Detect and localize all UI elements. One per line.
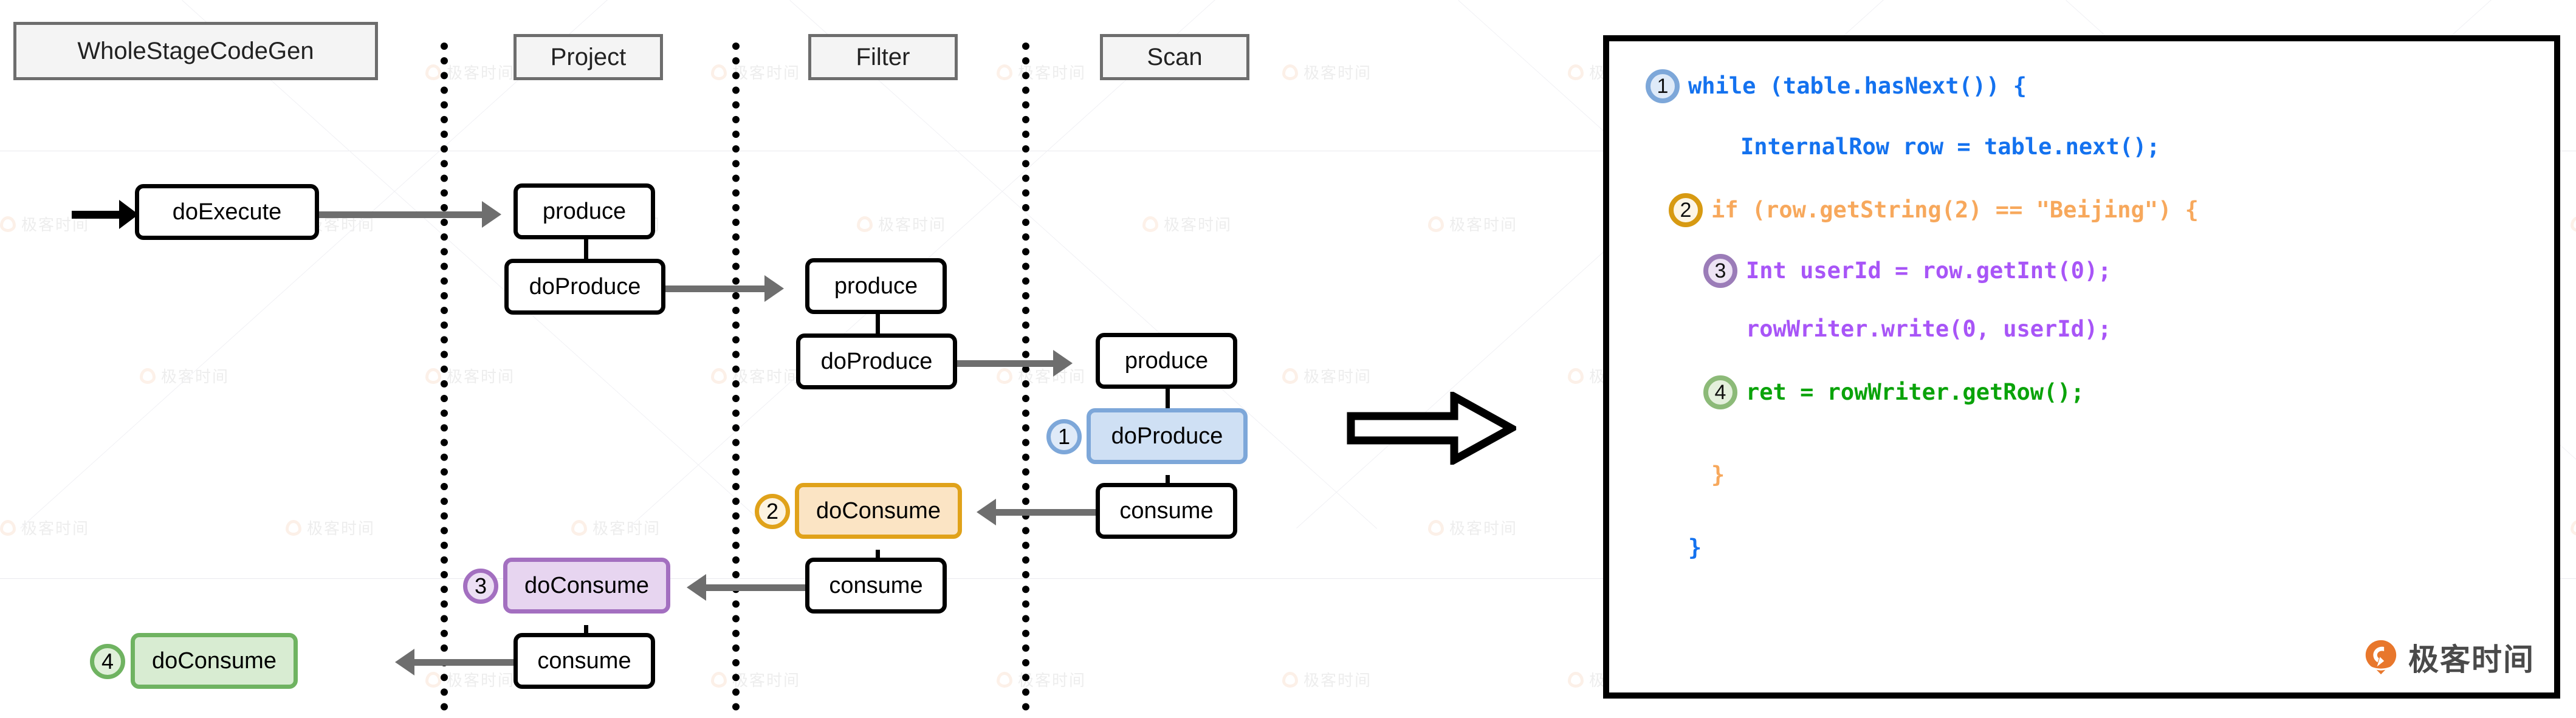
watermark-tile: 极客时间 [997,61,1086,83]
code-line-3: if (row.getString(2) == "Beijing") { [1711,197,2199,223]
code-badge-label: 1 [1657,74,1669,98]
badge-label: 2 [766,499,779,524]
code-line-7: } [1711,462,1725,488]
code-line-1: while (table.hasNext()) { [1688,73,2027,99]
node-filter-consume[interactable]: consume [805,558,947,614]
code-badge-1: 1 [1646,69,1680,103]
stage-divider-3 [1022,43,1029,711]
watermark-tile: 极客时间 [286,516,375,539]
watermark-tile: 极客时间 [140,364,229,387]
stage-header-scan: Scan [1100,34,1249,80]
watermark-tile: 极客时间 [0,516,89,539]
watermark-tile: 极客时间 [711,61,800,83]
geektime-logo: 极客时间 [2362,635,2535,679]
stage-header-filter: Filter [808,34,958,80]
generates-code-arrow [1347,392,1516,465]
stage-header-label: Project [550,43,627,70]
node-filter-doconsume[interactable]: doConsume [795,483,962,539]
stage-divider-2 [732,43,740,711]
node-project-produce[interactable]: produce [513,183,655,239]
code-badge-2: 2 [1669,193,1703,227]
code-line-4: Int userId = row.getInt(0); [1746,258,2112,284]
code-badge-4: 4 [1703,375,1737,409]
node-label: doExecute [172,199,282,225]
node-label: doProduce [820,348,933,374]
stage-header-label: Filter [856,43,910,70]
node-filter-doproduce[interactable]: doProduce [796,333,957,389]
node-label: produce [1124,347,1209,374]
watermark-tile: 极客时间 [1142,213,1232,235]
watermark-tile: 极客时间 [425,668,515,691]
node-label: consume [829,572,923,598]
badge-step-3: 3 [463,569,498,604]
watermark-tile: 极客时间 [1282,61,1372,83]
node-label: doConsume [152,648,276,674]
generated-code-panel: 1 while (table.hasNext()) { InternalRow … [1603,35,2560,699]
node-scan-doproduce[interactable]: doProduce [1087,408,1248,464]
stage-header-label: WholeStageCodeGen [77,37,314,64]
watermark-tile: 极客时间 [425,364,515,387]
badge-step-4: 4 [90,644,125,679]
arrow-entry [72,200,139,229]
stage-header-label: Scan [1147,43,1203,70]
watermark-tile: 极客时间 [571,516,661,539]
code-badge-label: 2 [1680,198,1692,222]
node-project-doproduce[interactable]: doProduce [504,259,665,315]
node-label: doProduce [529,273,641,299]
node-project-doconsume[interactable]: doConsume [503,558,670,614]
watermark-tile: 极客时间 [1428,213,1517,235]
watermark-tile: 极客时间 [1282,364,1372,387]
code-badge-3: 3 [1703,254,1737,288]
node-filter-produce[interactable]: produce [805,258,947,314]
badge-label: 4 [101,649,114,674]
badge-step-1: 1 [1046,419,1082,454]
node-doexecute[interactable]: doExecute [135,184,319,240]
code-badge-label: 4 [1714,380,1726,404]
badge-label: 1 [1057,424,1071,449]
geektime-logo-text: 极客时间 [2408,642,2535,677]
node-label: produce [834,273,918,299]
node-label: doConsume [816,497,941,524]
watermark-tile: 极客时间 [711,668,800,691]
code-line-2: InternalRow row = table.next(); [1740,134,2160,160]
badge-step-2: 2 [755,494,790,529]
geektime-mark-icon [2365,640,2397,675]
node-label: consume [537,648,631,674]
watermark-tile: 极客时间 [425,61,515,83]
node-scan-consume[interactable]: consume [1096,483,1237,539]
watermark-tile: 极客时间 [2571,213,2576,235]
badge-label: 3 [474,573,487,598]
node-label: doProduce [1111,423,1223,449]
watermark-tile: 极客时间 [1428,516,1517,539]
watermark-tile: 极客时间 [857,213,946,235]
node-label: consume [1119,497,1214,524]
node-label: doConsume [524,572,649,598]
stage-header-wholestagecodegen: WholeStageCodeGen [13,22,378,80]
stage-divider-1 [441,43,448,711]
code-line-8: } [1688,535,1702,561]
watermark-tile: 极客时间 [1282,668,1372,691]
stage-header-project: Project [513,34,663,80]
arrow-doexecute-to-produce [319,201,501,228]
arrow-project-consume-to-wsc-doconsume [395,649,544,675]
watermark-tile: 极客时间 [997,668,1086,691]
watermark-tile: 极客时间 [2571,516,2576,539]
node-wholestage-doconsume[interactable]: doConsume [131,633,298,689]
code-line-6: ret = rowWriter.getRow(); [1746,379,2084,405]
node-project-consume[interactable]: consume [513,633,655,689]
node-scan-produce[interactable]: produce [1096,333,1237,389]
code-badge-label: 3 [1714,259,1726,282]
watermark-tile: 极客时间 [711,364,800,387]
code-line-5: rowWriter.write(0, userId); [1746,316,2112,342]
node-label: produce [542,198,627,224]
